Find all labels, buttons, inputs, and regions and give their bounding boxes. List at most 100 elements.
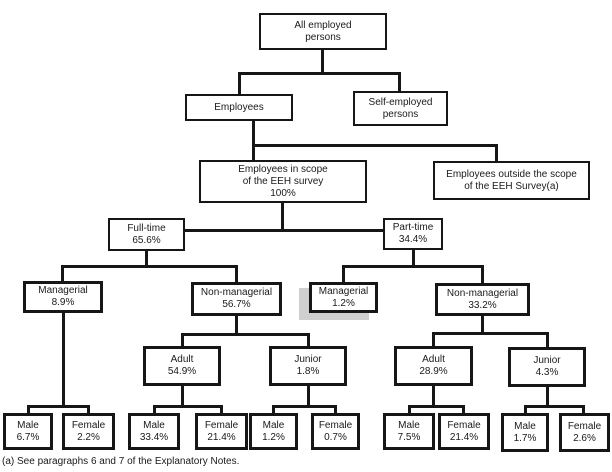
connector-line (408, 405, 465, 408)
node-pt-adult-male: Male 7.5% (383, 413, 435, 450)
node-pt-junior-male: Male 1.7% (501, 413, 549, 452)
node-value: 34.4% (398, 234, 428, 245)
node-label: of the EEH survey (242, 175, 324, 187)
node-value: 33.2% (468, 299, 497, 311)
node-label: Female (447, 419, 481, 431)
node-label: Managerial (38, 285, 88, 296)
node-value: 1.8% (296, 366, 320, 377)
node-value: 65.6% (132, 234, 161, 246)
connector-line (462, 405, 465, 413)
connector-line (235, 265, 238, 282)
node-value: 6.7% (16, 431, 40, 443)
connector-line (181, 333, 310, 336)
connector-line (272, 405, 275, 413)
node-ft-adult-male: Male 33.4% (128, 413, 180, 450)
connector-line (546, 332, 549, 347)
node-label: Non-managerial (200, 287, 273, 298)
connector-line (481, 316, 484, 333)
connector-line (432, 332, 549, 335)
node-ft-managerial-female: Female 2.2% (62, 413, 115, 450)
connector-line (61, 265, 64, 281)
connector-line (307, 386, 310, 407)
connector-line (238, 72, 241, 94)
node-label: of the EEH Survey(a) (464, 180, 559, 192)
connector-line (27, 405, 90, 408)
node-value: 0.7% (324, 431, 347, 443)
node-value: 21.4% (207, 431, 236, 443)
connector-line (546, 387, 549, 407)
connector-line (181, 333, 184, 346)
node-value: 7.5% (397, 431, 421, 443)
connector-line (61, 265, 238, 268)
node-label: Adult (170, 354, 194, 365)
node-value: 28.9% (419, 366, 448, 377)
node-label: Junior (533, 355, 561, 366)
footnote: (a) See paragraphs 6 and 7 of the Explan… (2, 456, 240, 467)
node-parttime-managerial: Managerial 1.2% (309, 282, 378, 313)
connector-line (238, 72, 401, 75)
node-parttime-non-managerial: Non-managerial 33.2% (435, 283, 530, 316)
connector-line (398, 72, 401, 91)
node-value: 1.2% (332, 297, 355, 309)
connector-line (432, 386, 435, 407)
node-employees-outside-scope: Employees outside the scope of the EEH S… (433, 161, 590, 200)
node-value: 2.6% (573, 432, 596, 444)
connector-line (252, 121, 255, 160)
connector-line (342, 265, 483, 268)
connector-line (307, 333, 310, 346)
connector-line (235, 316, 238, 334)
connector-line (412, 250, 415, 266)
node-label: Female (204, 419, 239, 431)
node-fulltime-adult: Adult 54.9% (143, 346, 221, 386)
node-value: 33.4% (139, 431, 169, 443)
node-value: 4.3% (535, 367, 559, 378)
node-ft-adult-female: Female 21.4% (195, 413, 248, 450)
node-value: 100% (270, 187, 296, 199)
node-label: Non-managerial (446, 287, 519, 299)
connector-line (481, 265, 484, 283)
connector-line (321, 50, 324, 75)
node-label: Male (17, 419, 39, 431)
node-employees-in-scope: Employees in scope of the EEH survey 100… (199, 160, 367, 203)
connector-line (334, 405, 337, 413)
node-parttime-adult: Adult 28.9% (394, 346, 473, 386)
node-label: Full-time (127, 222, 166, 234)
node-label: Employees in scope (238, 163, 328, 175)
node-label: Adult (422, 354, 445, 365)
node-label: Female (71, 419, 106, 431)
connector-line (181, 386, 184, 407)
node-label: Self-employed (368, 96, 433, 108)
connector-line (281, 203, 284, 232)
node-part-time: Part-time 34.4% (383, 218, 443, 250)
node-label: Male (514, 420, 536, 432)
connector-line (495, 144, 498, 161)
connector-line (185, 229, 383, 232)
connector-line (272, 405, 337, 408)
node-fulltime-managerial: Managerial 8.9% (23, 281, 103, 313)
node-label: All employed (294, 19, 352, 31)
connector-line (145, 251, 148, 267)
node-label: Male (398, 419, 420, 431)
node-value: 2.2% (77, 431, 100, 443)
connector-line (252, 144, 498, 147)
connector-line (342, 265, 345, 282)
node-label: Male (143, 419, 165, 431)
node-employees: Employees (185, 94, 293, 121)
node-label: persons (382, 108, 419, 120)
node-value: 21.4% (449, 431, 479, 443)
node-label: persons (305, 31, 341, 43)
node-value: 56.7% (222, 299, 251, 310)
connector-line (582, 405, 585, 413)
node-label: Junior (294, 354, 322, 365)
node-value: 1.2% (262, 431, 285, 443)
connector-line (524, 405, 527, 413)
node-ft-junior-female: Female 0.7% (311, 413, 360, 450)
node-full-time: Full-time 65.6% (108, 218, 185, 251)
node-all-employed-persons: All employed persons (259, 13, 387, 50)
node-ft-managerial-male: Male 6.7% (3, 413, 53, 450)
node-fulltime-non-managerial: Non-managerial 56.7% (191, 282, 282, 316)
connector-line (27, 405, 30, 413)
node-label: Employees outside the scope (446, 168, 577, 180)
connector-line (153, 405, 223, 408)
node-label: Female (567, 420, 602, 432)
